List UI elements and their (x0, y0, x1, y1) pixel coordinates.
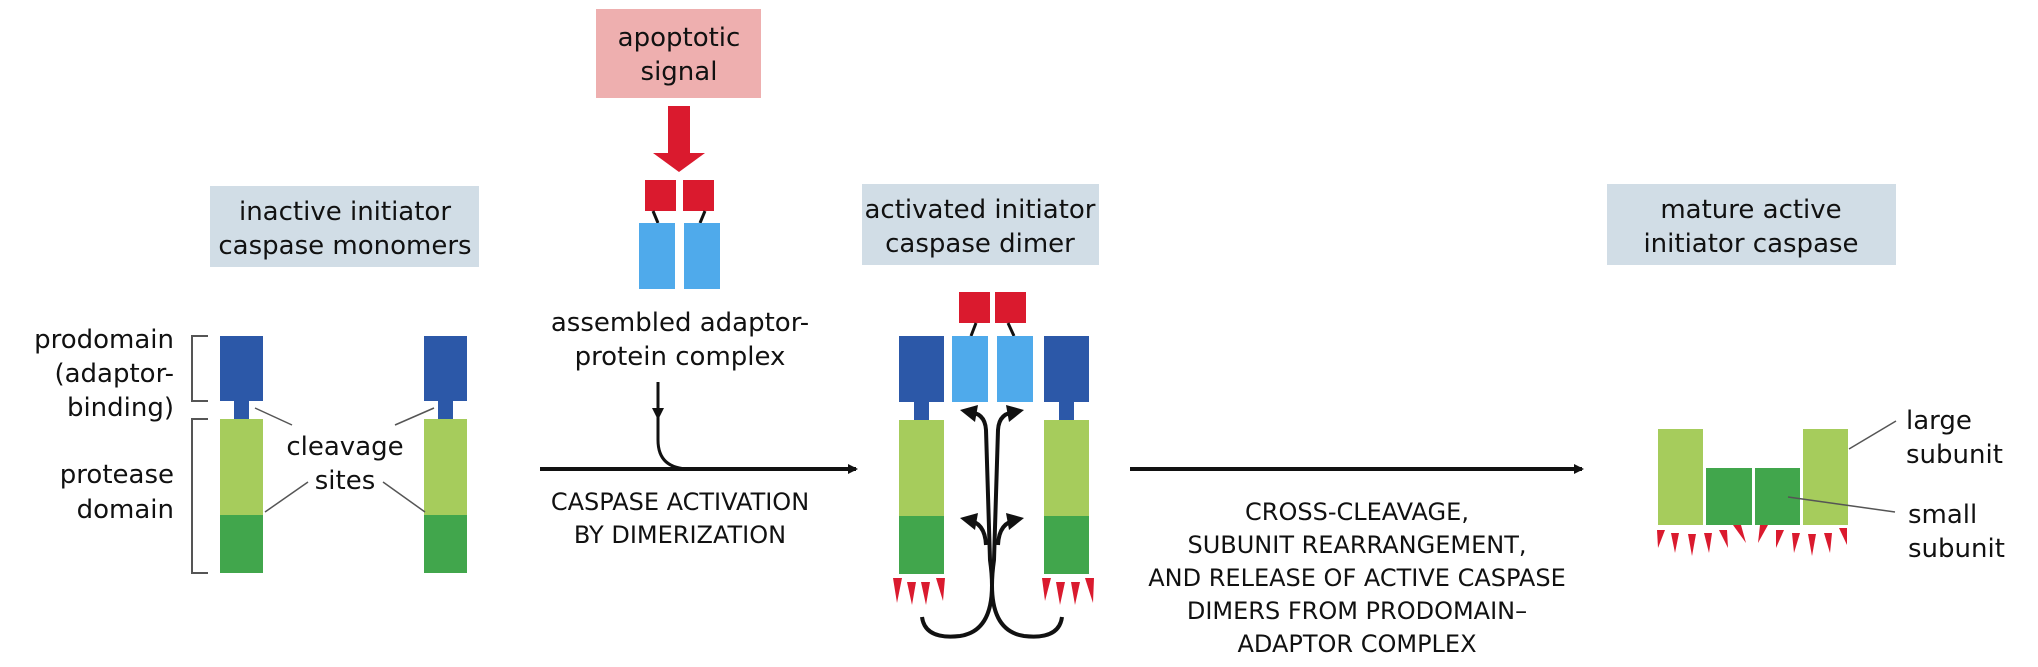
activation-step-label-2: BY DIMERIZATION (574, 521, 786, 549)
adaptor-signal-block-left (645, 180, 676, 211)
title-box (1607, 184, 1896, 265)
leader-line (382, 481, 426, 513)
prodomain-bracket (191, 335, 208, 402)
apoptotic-signal-label-1: apoptotic (618, 23, 741, 53)
prodomain-block (220, 336, 263, 401)
prodomain-label-1: prodomain (34, 325, 174, 355)
large-subunit-label-2: subunit (1906, 440, 2003, 470)
caspase-monomer-left (220, 336, 263, 573)
stage-title-line-1: mature active (1660, 195, 1841, 225)
adaptor-protein-left (952, 336, 988, 402)
leader-line (394, 407, 435, 426)
adaptor-protein-left (639, 223, 675, 289)
activation-step-label-1: CASPASE ACTIVATION (551, 488, 809, 516)
signal-arrow-icon (653, 106, 705, 172)
prodomain-block-right (1044, 336, 1089, 402)
activation-step: CASPASE ACTIVATION BY DIMERIZATION (540, 382, 858, 549)
cleavage-sites-annotation: cleavage sites (254, 407, 435, 513)
prodomain-label-3: binding) (67, 393, 174, 423)
adaptor-complex-label-1: assembled adaptor- (551, 308, 809, 338)
cleavage-step-label-2: SUBUNIT REARRANGEMENT, (1187, 531, 1526, 559)
small-subunit-leader-line (1787, 496, 1896, 513)
stage-title-line-2: caspase monomers (218, 231, 471, 261)
small-subunit-block (220, 515, 263, 573)
stage-title-monomers: inactive initiator caspase monomers (210, 186, 479, 267)
stage-title-dimer: activated initiator caspase dimer (862, 184, 1099, 265)
mature-active-caspase: large subunit small subunit (1657, 406, 2005, 564)
stage-title-line-1: inactive initiator (239, 197, 451, 227)
stage-title-line-2: caspase dimer (885, 229, 1075, 259)
adaptor-complex-group: assembled adaptor- protein complex (551, 180, 809, 372)
cleavage-label-2: sites (315, 466, 376, 496)
activated-caspase-dimer (893, 292, 1094, 639)
domain-labels: prodomain (adaptor- binding) protease do… (34, 325, 208, 574)
protease-bracket (191, 418, 208, 574)
cleavage-step-label-1: CROSS-CLEAVAGE, (1245, 498, 1469, 526)
prodomain-linker (438, 401, 453, 419)
cleavage-step-label-3: AND RELEASE OF ACTIVE CASPASE (1148, 564, 1566, 592)
large-subunit-label-1: large (1906, 406, 1972, 436)
title-box (862, 184, 1099, 265)
prodomain-linker-left (914, 402, 929, 420)
adaptor-protein-right (684, 223, 720, 289)
protease-label-2: domain (77, 495, 174, 525)
prodomain-block (424, 336, 467, 401)
active-site-spikes-right (1042, 578, 1094, 605)
active-site-spikes (1657, 525, 1847, 556)
small-subunit-left (899, 516, 944, 574)
large-subunit-left (899, 420, 944, 516)
adaptor-signal-block-right (683, 180, 714, 211)
small-subunit-left (1706, 468, 1752, 525)
caspase-monomer-right (424, 336, 467, 573)
small-subunit-right (1755, 468, 1800, 525)
large-subunit-right (1044, 420, 1089, 516)
large-subunit-block (220, 419, 263, 515)
small-subunit-right (1044, 516, 1089, 574)
large-subunit-left (1658, 429, 1703, 525)
adaptor-link-left (651, 210, 660, 224)
large-subunit-block (424, 419, 467, 515)
stage-title-mature: mature active initiator caspase (1607, 184, 1896, 265)
prodomain-linker-right (1059, 402, 1074, 420)
small-subunit-block (424, 515, 467, 573)
leader-line (264, 481, 309, 513)
leader-line (254, 407, 293, 426)
cleavage-step-label-5: ADAPTOR COMPLEX (1237, 630, 1476, 658)
adaptor-link-right (698, 210, 707, 224)
small-subunit-label-2: subunit (1908, 534, 2005, 564)
adaptor-link-right (1006, 322, 1016, 337)
stage-title-line-2: initiator caspase (1643, 229, 1858, 259)
cleavage-step-label-4: DIMERS FROM PRODOMAIN– (1187, 597, 1527, 625)
cleavage-label-1: cleavage (286, 432, 403, 462)
small-subunit-label-1: small (1908, 500, 1977, 530)
prodomain-label-2: (adaptor- (54, 359, 174, 389)
protease-label-1: protease (60, 460, 174, 490)
adaptor-signal-block-right (995, 292, 1026, 323)
stage-title-line-1: activated initiator (865, 195, 1096, 225)
apoptotic-signal-group: apoptotic signal (596, 9, 761, 172)
adaptor-join-arrow (656, 382, 691, 471)
apoptotic-signal-box (596, 9, 761, 98)
prodomain-block-left (899, 336, 944, 402)
large-subunit-leader-line (1848, 420, 1897, 450)
cleavage-step: CROSS-CLEAVAGE, SUBUNIT REARRANGEMENT, A… (1130, 464, 1584, 658)
adaptor-signal-block-left (959, 292, 990, 323)
prodomain-linker (234, 401, 249, 419)
adaptor-complex-label-2: protein complex (575, 342, 786, 372)
adaptor-link-left (969, 322, 978, 337)
adaptor-join-arrowhead-icon (652, 408, 664, 420)
adaptor-protein-right (997, 336, 1033, 402)
cross-cleavage-arrowheads (960, 405, 1024, 530)
large-subunit-right (1803, 429, 1848, 525)
active-site-spikes-left (893, 578, 945, 605)
title-box (210, 186, 479, 267)
apoptotic-signal-label-2: signal (641, 57, 718, 87)
